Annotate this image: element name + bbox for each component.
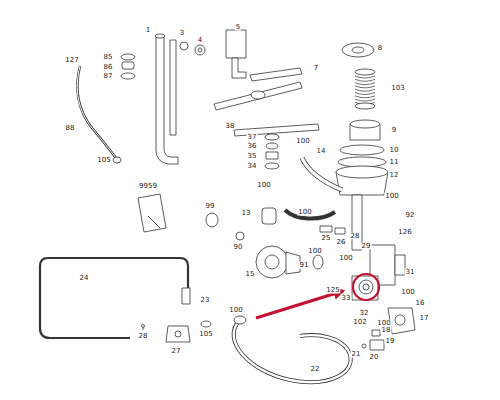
callout-number: 18 [381,327,392,334]
callout-number: 17 [419,315,430,322]
callout-number: 105 [198,331,213,338]
callout-number: 91 [299,262,310,269]
callout-number: 28 [350,233,361,240]
callout-number: 4 [197,37,203,44]
callout-number: 86 [103,64,114,71]
callout-number: 103 [390,85,405,92]
callout-number: 12 [389,172,400,179]
callout-number: 100 [228,307,243,314]
callout-number: 92 [405,212,416,219]
callout-number: 100 [400,289,415,296]
callout-number: 26 [336,239,347,246]
callout-number: 22 [310,366,321,373]
callout-number: 24 [79,275,90,282]
callout-number: 15 [245,271,256,278]
callout-number: 100 [297,209,312,216]
callout-number: 102 [352,319,367,326]
callout-number: 100 [384,193,399,200]
callout-number: 125 [325,287,340,294]
callout-number: 31 [405,269,416,276]
callout-number: 9959 [138,183,158,190]
callout-number: 8 [377,45,383,52]
callout-number: 35 [247,153,258,160]
callout-number: 87 [103,73,114,80]
callout-number: 99 [205,203,216,210]
callout-number: 16 [415,300,426,307]
callout-number: 100 [295,138,310,145]
callout-number: 36 [247,143,258,150]
callout-number: 100 [307,248,322,255]
callout-number: 19 [385,338,396,345]
callout-number: 90 [233,244,244,251]
callout-number: 34 [247,163,258,170]
callout-number: 88 [65,125,76,132]
callout-number: 100 [376,320,391,327]
callout-number: 28 [138,333,149,340]
callout-number: 32 [359,310,370,317]
callout-number: 21 [351,351,362,358]
callout-number: 100 [256,182,271,189]
callout-number: 14 [316,148,327,155]
callout-number: 33 [341,295,352,302]
callout-number: 127 [64,57,79,64]
callout-number: 105 [96,157,111,164]
callout-number: 7 [313,65,319,72]
callout-number: 9 [391,127,397,134]
callout-number: 25 [321,235,332,242]
callout-number: 29 [361,243,372,250]
callout-number: 3 [179,30,185,37]
callout-number: 100 [338,255,353,262]
callout-number: 20 [369,354,380,361]
callout-number: 10 [389,147,400,154]
callout-number: 1 [145,27,151,34]
callout-number: 11 [389,159,400,166]
callout-number: 5 [235,24,241,31]
callout-number: 126 [397,229,412,236]
callout-number: 13 [241,210,252,217]
callout-number: 38 [225,123,236,130]
callout-number: 23 [200,297,211,304]
callout-number: 37 [247,134,258,141]
callout-number: 85 [103,54,114,61]
callout-number: 27 [171,348,182,355]
